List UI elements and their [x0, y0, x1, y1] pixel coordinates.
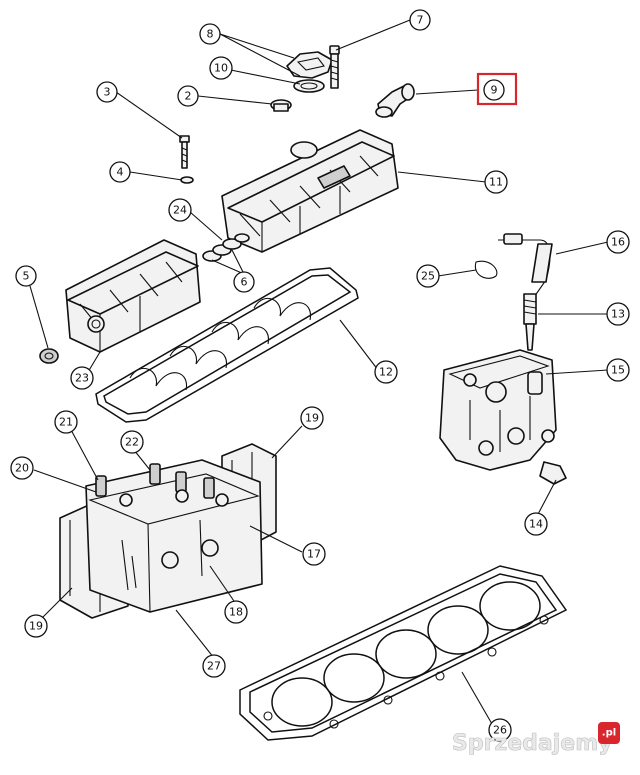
callout-15[interactable]: 15: [606, 358, 630, 382]
watermark: Sprzedajemy .pl: [452, 722, 620, 756]
svg-text:26: 26: [493, 724, 507, 737]
svg-text:20: 20: [15, 462, 29, 475]
callout-2[interactable]: 2: [177, 85, 199, 107]
callouts: 8 7 10 3 2 9 4 11 24 16 5 6 25 13 23 12 …: [10, 9, 630, 742]
callout-22[interactable]: 22: [120, 430, 144, 454]
callout-19[interactable]: 19: [24, 614, 48, 638]
seal-rings: [202, 233, 250, 262]
callout-8[interactable]: 8: [199, 23, 221, 45]
callout-10[interactable]: 10: [209, 56, 233, 80]
callout-20[interactable]: 20: [10, 456, 34, 480]
callout-9[interactable]: 9: [476, 72, 518, 106]
callout-16[interactable]: 16: [606, 230, 630, 254]
breather-elbow: [375, 83, 415, 118]
cylinder-head: [85, 459, 263, 613]
valve-cover-upper: [221, 129, 399, 253]
callout-13[interactable]: 13: [606, 302, 630, 326]
svg-text:19: 19: [305, 412, 319, 425]
svg-text:16: 16: [611, 236, 625, 249]
leader-lines: [29, 19, 609, 725]
highlight-box: [476, 72, 518, 106]
callout-17[interactable]: 17: [302, 542, 326, 566]
callout-6[interactable]: 6: [233, 271, 255, 293]
svg-text:13: 13: [611, 308, 625, 321]
valve-cover-lower: [65, 239, 201, 353]
breather-bolt: [329, 45, 340, 89]
svg-text:4: 4: [117, 166, 124, 179]
svg-text:18: 18: [229, 606, 243, 619]
callout-21[interactable]: 21: [54, 410, 78, 434]
glow-plug-harness: [474, 233, 553, 301]
svg-text:21: 21: [59, 416, 73, 429]
callout-26[interactable]: 26: [488, 718, 512, 742]
valve-cover-gasket: [95, 267, 359, 423]
watermark-text: Sprzedajemy: [452, 731, 613, 756]
callout-19[interactable]: 19: [300, 406, 324, 430]
svg-text:17: 17: [307, 548, 321, 561]
svg-text:23: 23: [75, 372, 89, 385]
svg-text:27: 27: [207, 660, 221, 673]
callout-11[interactable]: 11: [484, 170, 508, 194]
callout-3[interactable]: 3: [96, 81, 118, 103]
watermark-badge-text: .pl: [602, 728, 616, 739]
svg-text:24: 24: [173, 204, 187, 217]
svg-text:14: 14: [529, 518, 543, 531]
svg-text:3: 3: [104, 86, 111, 99]
callout-23[interactable]: 23: [70, 366, 94, 390]
callout-4[interactable]: 4: [109, 161, 131, 183]
injector-fitting: [539, 461, 567, 485]
head-gasket: [239, 565, 568, 741]
svg-text:9: 9: [491, 84, 498, 97]
svg-text:5: 5: [23, 270, 30, 283]
svg-text:11: 11: [489, 176, 503, 189]
grommet: [270, 99, 292, 112]
callout-7[interactable]: 7: [409, 9, 431, 31]
callout-12[interactable]: 12: [374, 360, 398, 384]
cover-bolt: [179, 135, 194, 184]
callout-27[interactable]: 27: [202, 654, 226, 678]
glow-plug: [523, 293, 537, 351]
svg-text:7: 7: [417, 14, 424, 27]
callout-5[interactable]: 5: [15, 265, 37, 287]
callout-18[interactable]: 18: [224, 600, 248, 624]
svg-text:10: 10: [214, 62, 228, 75]
callout-24[interactable]: 24: [168, 198, 192, 222]
oil-filler-cap: [286, 51, 333, 93]
nut: [39, 348, 59, 364]
svg-text:22: 22: [125, 436, 139, 449]
svg-text:8: 8: [207, 28, 214, 41]
svg-text:12: 12: [379, 366, 393, 379]
svg-text:25: 25: [421, 270, 435, 283]
svg-text:15: 15: [611, 364, 625, 377]
callout-14[interactable]: 14: [524, 512, 548, 536]
callout-25[interactable]: 25: [416, 264, 440, 288]
svg-text:6: 6: [241, 276, 248, 289]
watermark-badge: [598, 722, 620, 744]
svg-text:2: 2: [185, 90, 192, 103]
injector-holder: [439, 349, 557, 471]
svg-text:19: 19: [29, 620, 43, 633]
